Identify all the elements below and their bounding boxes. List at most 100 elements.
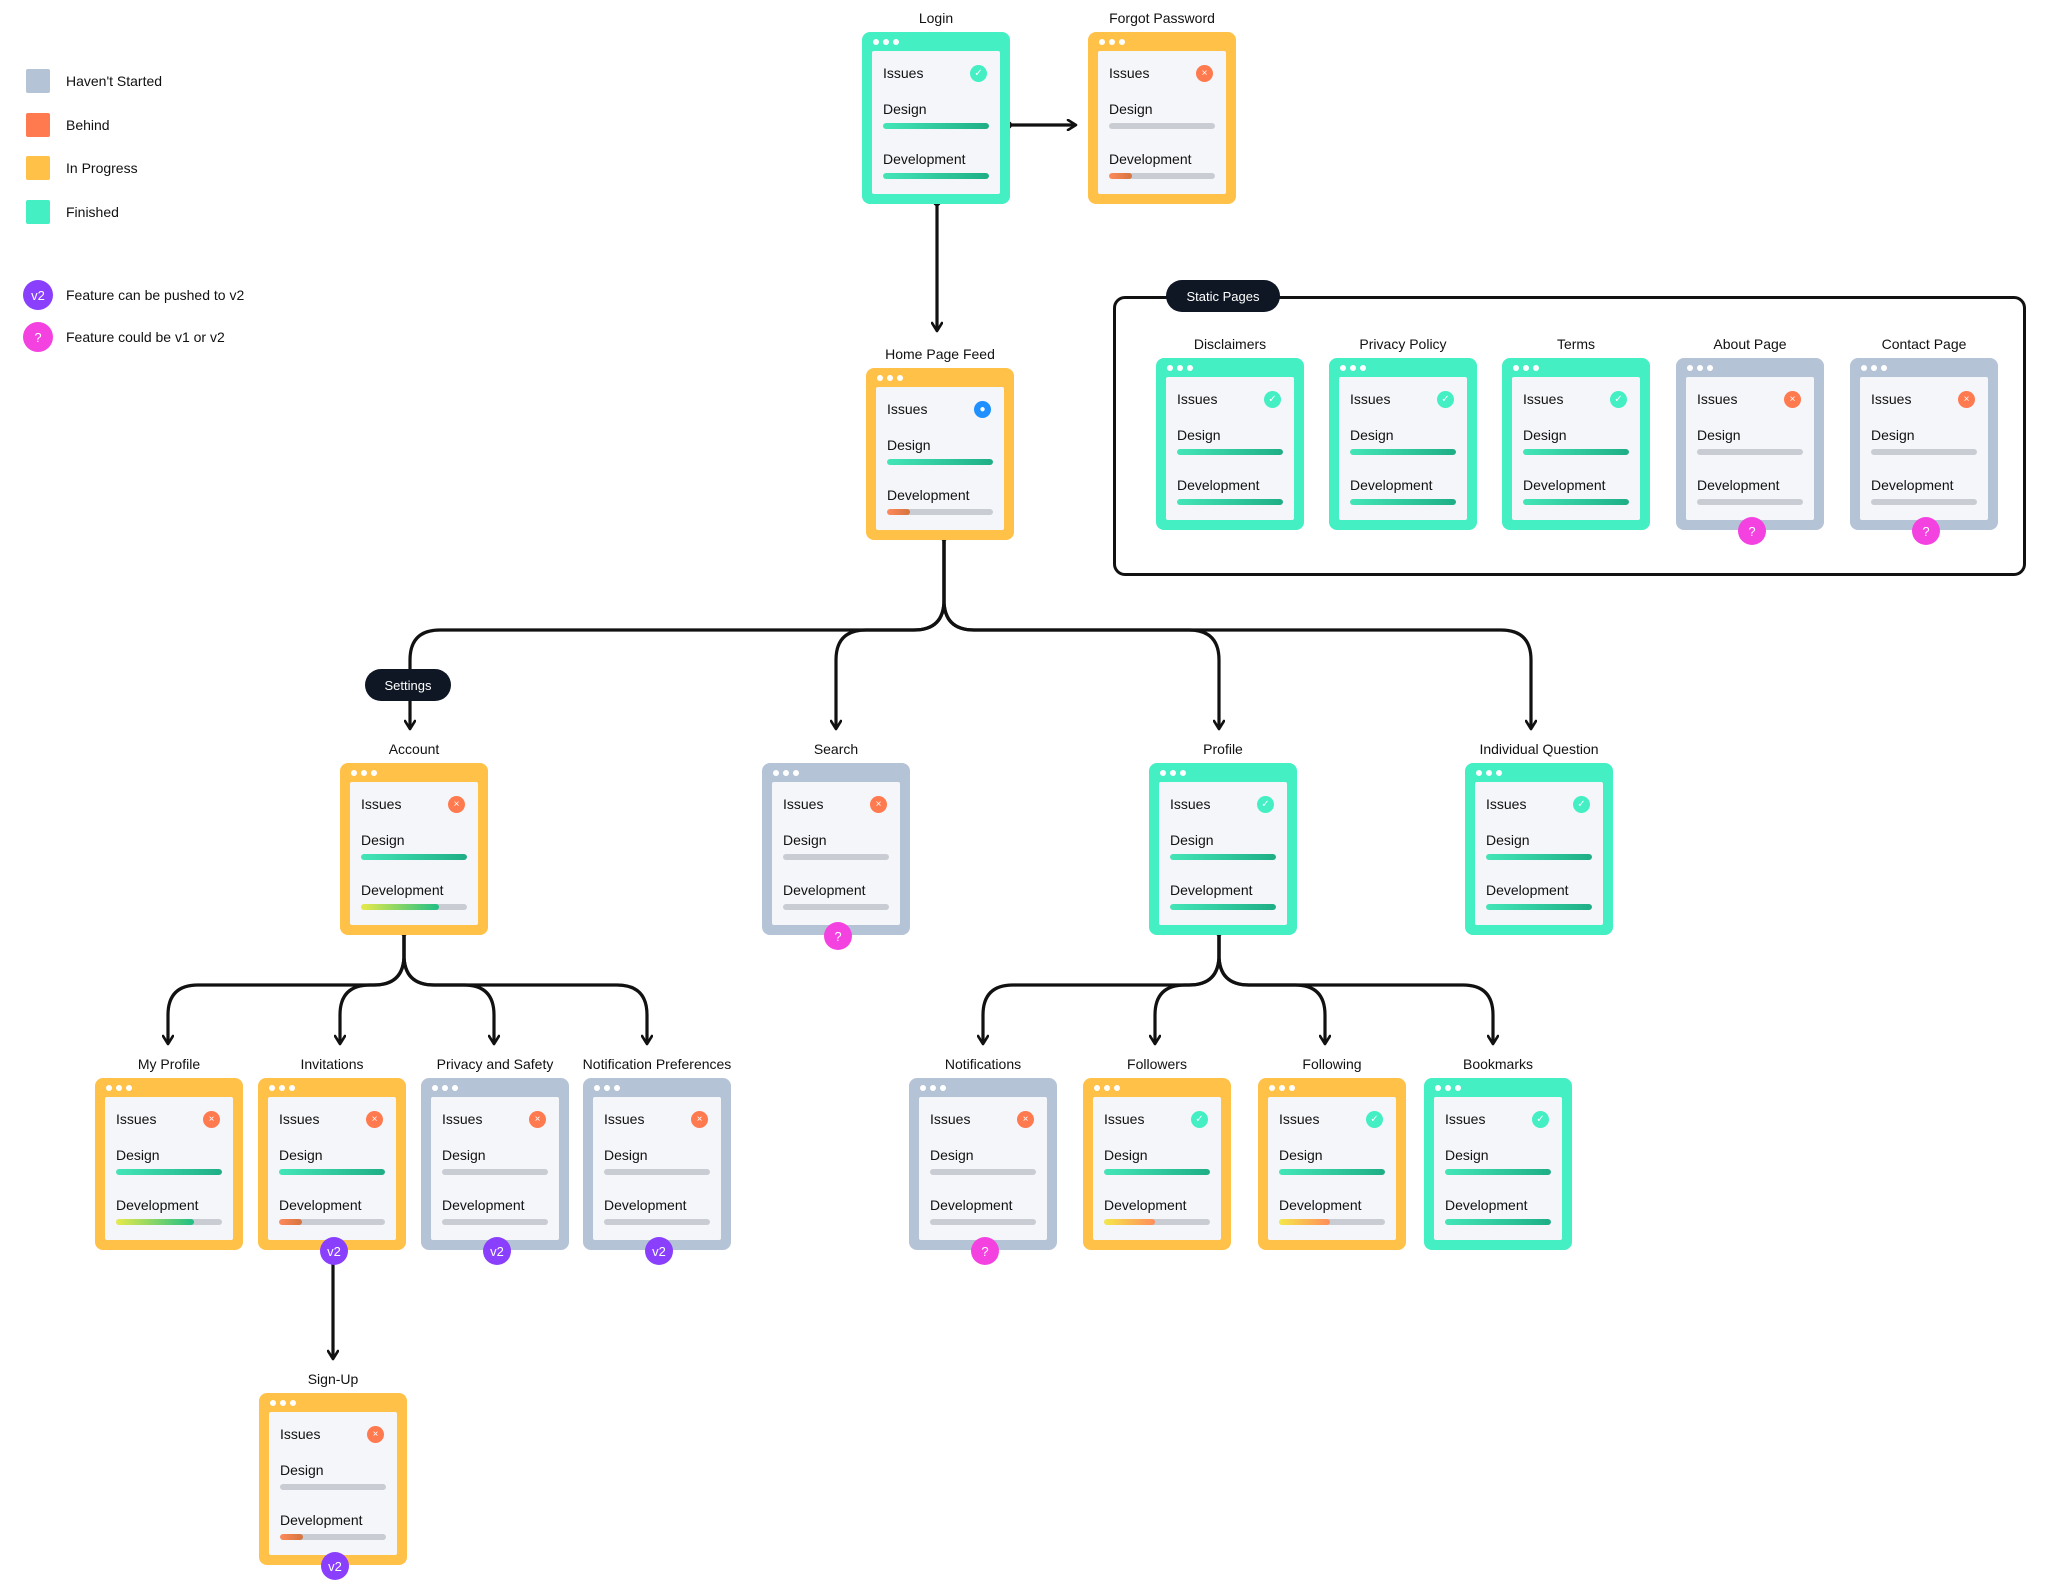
v2-badge: v2 [645,1237,673,1265]
window-dots-icon [773,770,799,776]
issues-label: Issues [1871,391,1912,407]
design-label: Design [116,1147,160,1163]
design-label: Design [1697,427,1741,443]
design-progress-fill [1523,449,1629,455]
legend-item-question: ? Feature could be v1 or v2 [23,322,225,352]
window-dots-icon [1340,365,1366,371]
legend-item-behind: Behind [26,113,110,137]
window-dots-icon [1160,770,1186,776]
issue-status-icon: × [1958,391,1975,408]
legend-label: In Progress [66,160,138,176]
development-progress-fill [280,1534,304,1540]
card-title: Search [813,741,859,757]
design-label: Design [883,101,927,117]
development-label: Development [442,1197,525,1213]
card-title: Disclaimers [1193,336,1267,352]
static-pages-group [1113,296,2026,576]
legend-item-finished: Finished [26,200,119,224]
design-progress-fill [1177,449,1283,455]
design-progress-bar [1109,123,1215,129]
design-label: Design [280,1462,324,1478]
connector-home-feed-search [836,537,946,728]
issue-status-icon: ✓ [1257,796,1274,813]
card-title: Profile [1203,741,1243,757]
issue-status-icon: × [1196,65,1213,82]
design-progress-fill [279,1169,385,1175]
design-progress-bar [1486,854,1592,860]
legend-item-havent-started: Haven't Started [26,69,162,93]
development-progress-fill [1350,499,1456,505]
development-progress-fill [116,1219,195,1225]
development-progress-bar [1104,1219,1210,1225]
question-badge: ? [1912,517,1940,545]
development-label: Development [361,882,444,898]
issues-label: Issues [1523,391,1564,407]
legend-label: Finished [66,204,119,220]
design-label: Design [1486,832,1530,848]
development-progress-bar [1279,1219,1385,1225]
issue-status-icon: ✓ [1191,1111,1208,1128]
issues-label: Issues [1109,65,1150,81]
issues-label: Issues [604,1111,645,1127]
issue-status-icon: × [367,1426,384,1443]
development-label: Development [1350,477,1433,493]
issue-status-icon: ✓ [1437,391,1454,408]
issue-status-icon: ✓ [1532,1111,1549,1128]
connector-account-privacy-and-safety [402,932,494,1043]
development-progress-fill [1177,499,1283,505]
issues-label: Issues [783,796,824,812]
development-progress-fill [1486,904,1592,910]
settings-label: Settings [365,669,451,701]
issues-label: Issues [116,1111,157,1127]
design-label: Design [1279,1147,1323,1163]
design-progress-fill [887,459,993,465]
legend-label: Haven't Started [66,73,163,89]
design-progress-bar [442,1169,548,1175]
issue-status-icon: × [366,1111,383,1128]
development-progress-bar [280,1534,386,1540]
card-title: Notification Preferences [582,1056,732,1072]
issue-status-icon: × [529,1111,546,1128]
design-label: Design [604,1147,648,1163]
design-progress-bar [1170,854,1276,860]
development-label: Development [116,1197,199,1213]
design-label: Design [1445,1147,1489,1163]
window-dots-icon [873,39,899,45]
issue-status-icon: ✓ [1366,1111,1383,1128]
window-dots-icon [1269,1085,1295,1091]
design-label: Design [783,832,827,848]
issue-status-icon: ✓ [970,65,987,82]
card-title: Contact Page [1881,336,1967,352]
development-progress-bar [1350,499,1456,505]
